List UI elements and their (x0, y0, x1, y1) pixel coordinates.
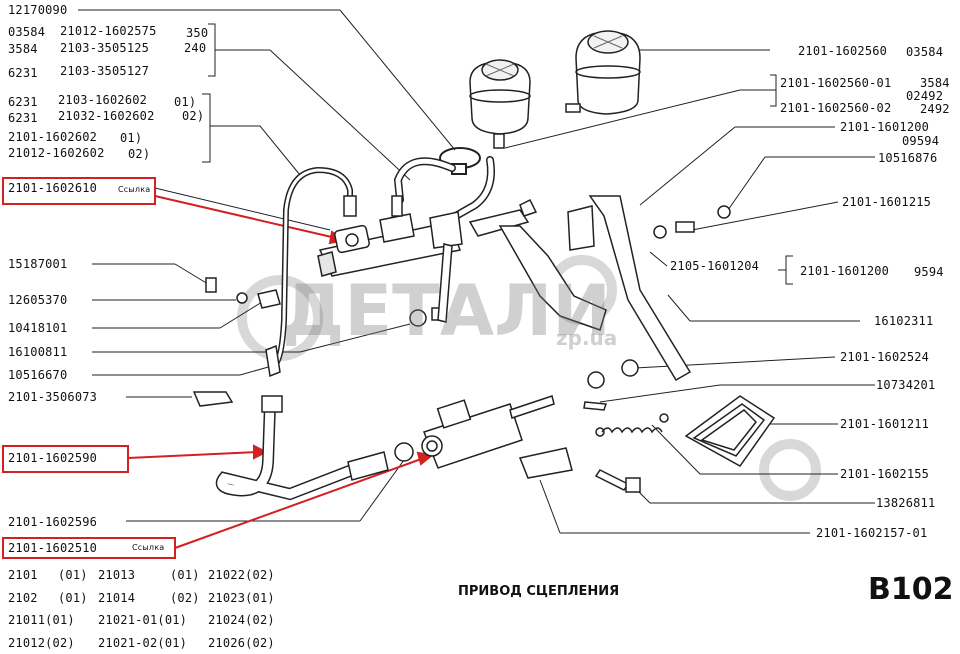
part-2101-1602155[interactable]: 2101-1602155 (840, 467, 930, 481)
suffix-02-a: 02) (182, 109, 205, 123)
watermark-main: ДЕТАЛИ (282, 270, 611, 352)
part-09594[interactable]: 09594 (902, 134, 940, 148)
red-arrows (127, 195, 435, 549)
part-2101-1601200-b[interactable]: 2101-1601200 (800, 264, 890, 278)
link-1602610[interactable]: Ссылка (118, 185, 151, 194)
qty-350: 350 (186, 26, 209, 40)
model-cell: 21012(02) (8, 636, 75, 650)
part-10516876[interactable]: 10516876 (878, 151, 938, 165)
model-cell: 21024(02) (208, 613, 275, 627)
part-16100811[interactable]: 16100811 (8, 345, 68, 359)
page-title: ПРИВОД СЦЕПЛЕНИЯ (458, 584, 620, 599)
model-cell: 21021-02(01) (98, 636, 188, 650)
model-cell: (01) (170, 568, 200, 582)
link-1602510[interactable]: Ссылка (132, 543, 165, 552)
reservoir-large (565, 30, 641, 115)
part-9594[interactable]: 9594 (914, 265, 944, 279)
part-2101-1602157-01[interactable]: 2101-1602157-01 (816, 526, 928, 540)
pedal-assembly (437, 195, 731, 411)
model-cell: 21023(01) (208, 591, 275, 605)
highlight-1602590 (2, 445, 129, 473)
highlight-1602610 (2, 177, 156, 205)
part-2105-1601204[interactable]: 2105-1601204 (670, 259, 760, 273)
model-cell: 21013 (98, 568, 136, 582)
part-21012-1602575[interactable]: 21012-1602575 (60, 24, 157, 38)
part-12170090[interactable]: 12170090 (8, 3, 68, 17)
part-02492[interactable]: 02492 (906, 89, 944, 103)
suffix-01-b: 01) (120, 131, 143, 145)
qty-240: 240 (184, 41, 207, 55)
part-3584-right[interactable]: 3584 (920, 76, 950, 90)
page-code: B102 (868, 572, 954, 607)
part-3584[interactable]: 3584 (8, 42, 38, 56)
return-spring (595, 413, 669, 437)
part-13826811[interactable]: 13826811 (876, 496, 936, 510)
part-2101-1602560-01[interactable]: 2101-1602560-01 (780, 76, 892, 90)
part-2101-1601215[interactable]: 2101-1601215 (842, 195, 932, 209)
slave-cylinder (261, 395, 573, 481)
part-2101-1602590[interactable]: 2101-1602590 (8, 451, 98, 465)
part-10516670[interactable]: 10516670 (8, 368, 68, 382)
part-03584-right[interactable]: 03584 (906, 45, 944, 59)
model-cell: 21026(02) (208, 636, 275, 650)
model-cell: 2101 (8, 568, 38, 582)
part-21032-1602602[interactable]: 21032-1602602 (58, 109, 155, 123)
suffix-01-a: 01) (174, 95, 197, 109)
part-2101-1602596[interactable]: 2101-1602596 (8, 515, 98, 529)
part-2101-1602560[interactable]: 2101-1602560 (798, 44, 888, 58)
part-6231-a[interactable]: 6231 (8, 66, 38, 80)
reservoir-small (469, 59, 531, 149)
part-6231-c[interactable]: 6231 (8, 111, 38, 125)
part-2101-1602560-02[interactable]: 2101-1602560-02 (780, 101, 892, 115)
part-2103-1602602[interactable]: 2103-1602602 (58, 93, 148, 107)
model-cell: (02) (170, 591, 200, 605)
part-10418101[interactable]: 10418101 (8, 321, 68, 335)
part-2101-1602510[interactable]: 2101-1602510 (8, 541, 98, 555)
part-12605370[interactable]: 12605370 (8, 293, 68, 307)
part-2492[interactable]: 2492 (920, 102, 950, 116)
supply-hose-inner (395, 157, 494, 228)
model-cell: 2102 (8, 591, 38, 605)
highlight-1602510 (2, 537, 176, 559)
part-03584[interactable]: 03584 (8, 25, 46, 39)
master-cylinder (317, 195, 463, 277)
suffix-02-b: 02) (128, 147, 151, 161)
part-2103-3505125[interactable]: 2103-3505125 (60, 41, 150, 55)
leader-lines (78, 9, 875, 534)
part-2101-3506073[interactable]: 2101-3506073 (8, 390, 98, 404)
part-2101-1602602[interactable]: 2101-1602602 (8, 130, 98, 144)
model-cell: (01) (58, 591, 88, 605)
model-cell: 21021-01(01) (98, 613, 188, 627)
part-2103-3505127[interactable]: 2103-3505127 (60, 64, 150, 78)
model-cell: 21022(02) (208, 568, 275, 582)
model-cell: 21011(01) (8, 613, 75, 627)
part-6231-b[interactable]: 6231 (8, 95, 38, 109)
part-2101-1602524[interactable]: 2101-1602524 (840, 350, 930, 364)
pipe-nut (343, 195, 357, 217)
model-cell: (01) (58, 568, 88, 582)
part-2101-1601211[interactable]: 2101-1601211 (840, 417, 930, 431)
small-parts-left (192, 277, 441, 407)
hose-clamp (439, 147, 481, 175)
part-15187001[interactable]: 15187001 (8, 257, 68, 271)
part-16102311[interactable]: 16102311 (874, 314, 934, 328)
part-10734201[interactable]: 10734201 (876, 378, 936, 392)
adjust-bolt (594, 469, 641, 493)
model-cell: 21014 (98, 591, 136, 605)
part-2101-1602610[interactable]: 2101-1602610 (8, 181, 98, 195)
watermark-suffix: zp.ua (556, 326, 618, 350)
part-2101-1601200[interactable]: 2101-1601200 (840, 120, 930, 134)
part-21012-1602602[interactable]: 21012-1602602 (8, 146, 105, 160)
pedal-pad (684, 395, 776, 467)
